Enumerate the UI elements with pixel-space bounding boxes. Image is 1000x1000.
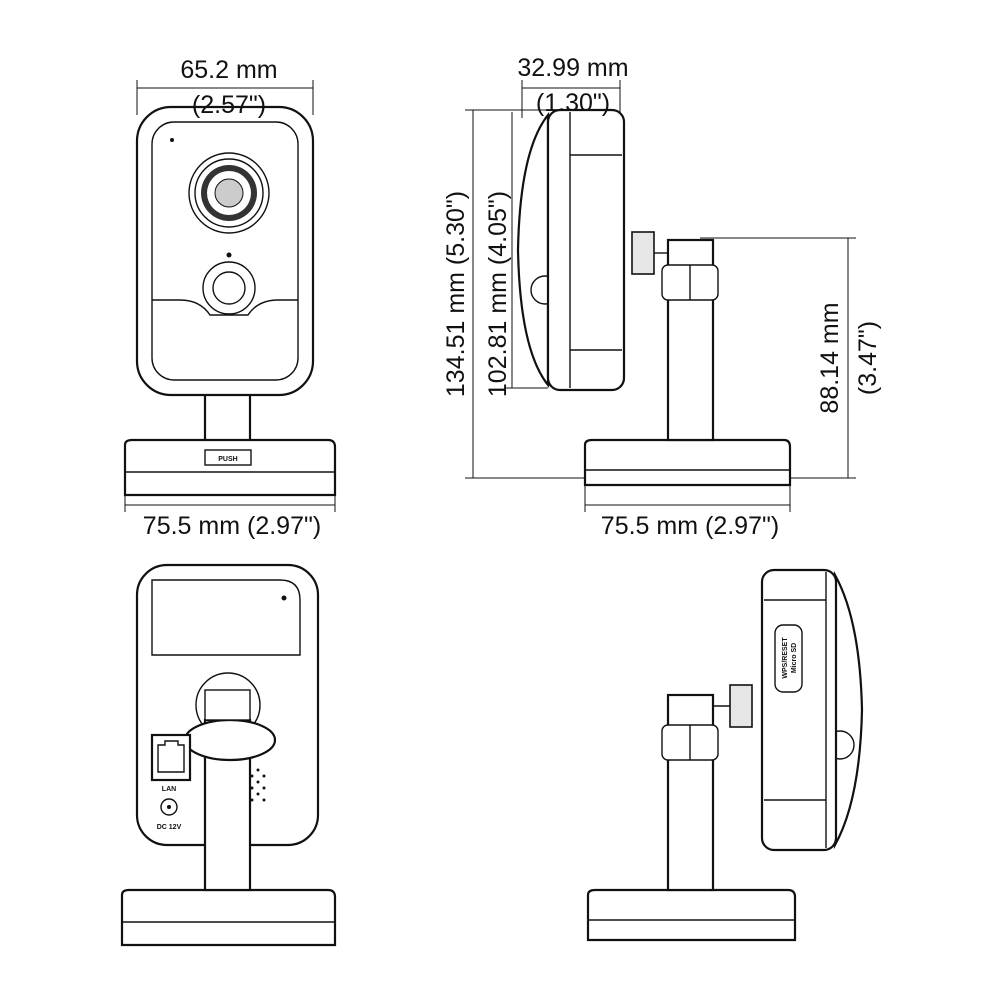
sd-label: Micro SD [791, 643, 798, 673]
side-depth-in: (1.30") [536, 89, 610, 117]
dc-power-jack-icon [160, 798, 178, 816]
front-width-in: (2.57") [192, 91, 266, 119]
pir-sensor-icon [202, 261, 256, 315]
rear-side-view: WPS/RESET Micro SD [586, 568, 864, 942]
mount-height-mm: 88.14 mm [816, 302, 844, 413]
body-height: 102.81 mm (4.05") [484, 191, 512, 397]
reset-label: WPS/RESET [782, 637, 789, 679]
side-view: 32.99 mm (1.30") 134.51 mm (5.30") 102.8… [442, 54, 882, 540]
total-height: 134.51 mm (5.30") [442, 191, 470, 397]
lan-port-icon [150, 733, 192, 782]
side-depth-mm: 32.99 mm [517, 54, 628, 82]
side-base-width: 75.5 mm (2.97") [601, 512, 779, 540]
mount-height-in: (3.47") [854, 321, 882, 395]
push-button[interactable] [204, 449, 252, 466]
push-label: PUSH [218, 456, 237, 463]
front-view: PUSH 65.2 mm (2.57") 75.5 mm (2.97") [123, 56, 337, 540]
front-width-mm: 65.2 mm [180, 56, 277, 84]
power-label: DC 12V [157, 824, 182, 831]
speaker-grille-icon [250, 768, 266, 802]
front-base-width: 75.5 mm (2.97") [143, 512, 321, 540]
back-view: LAN DC 12V [120, 563, 337, 947]
lan-label: LAN [162, 786, 176, 793]
lens-icon [188, 152, 270, 234]
